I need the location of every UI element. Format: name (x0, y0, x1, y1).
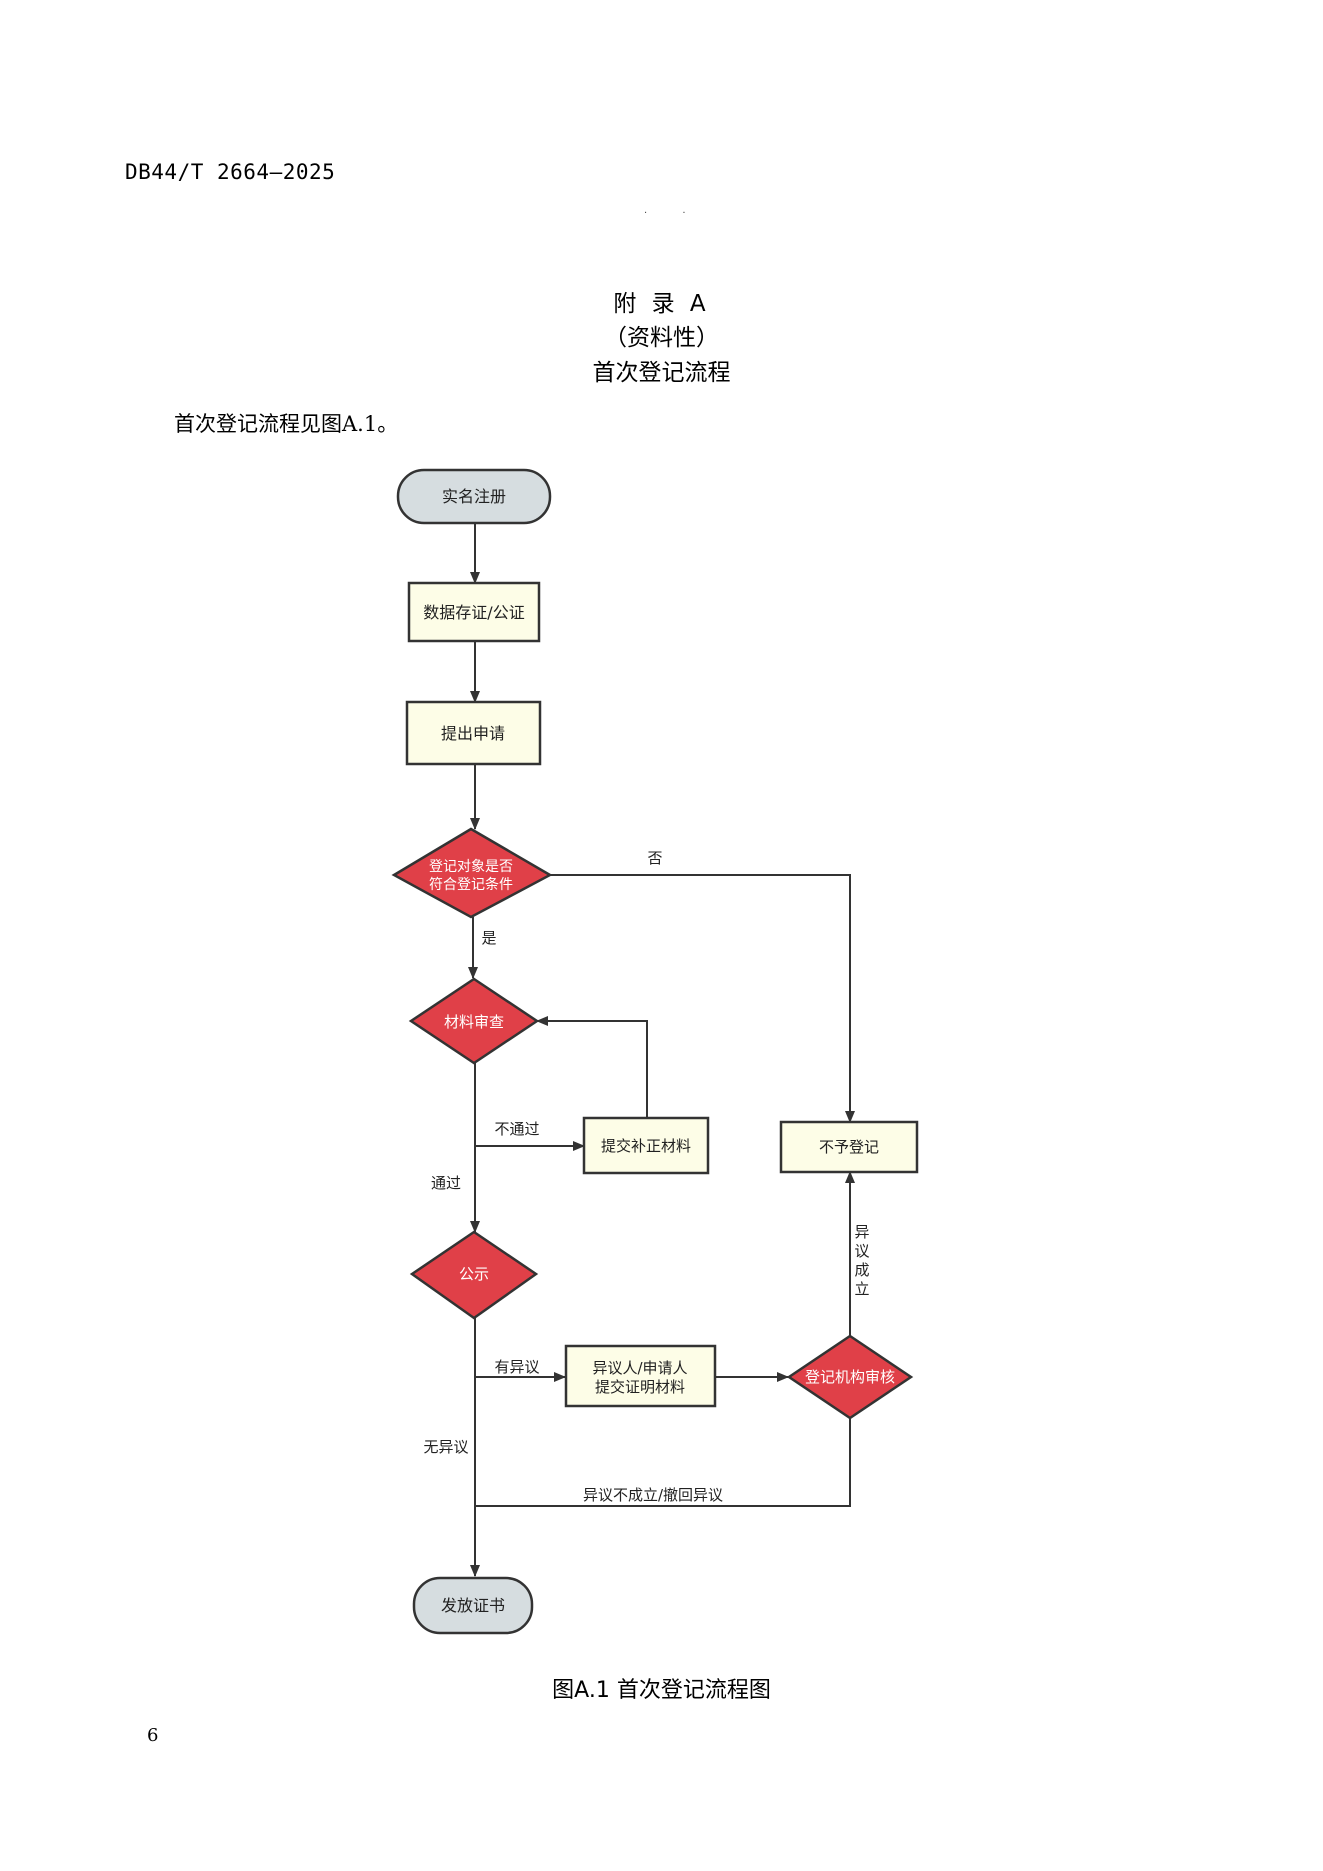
arrow-check-reject (550, 874, 855, 1123)
arrow-resubmit-review (536, 1016, 648, 1118)
proof-label-line2: 提交证明材料 (595, 1378, 685, 1396)
objection-label: 有异议 (494, 1358, 539, 1376)
org-review-decision (786, 1334, 914, 1420)
no-objection-label: 无异议 (423, 1438, 468, 1456)
resubmit-label: 提交补正材料 (601, 1137, 691, 1155)
objection-upheld-char: 异 (854, 1223, 869, 1241)
org-review-label: 登记机构审核 (805, 1368, 895, 1386)
standard-code: DB44/T 2664—2025 (125, 160, 336, 184)
objection-upheld-char: 立 (854, 1280, 869, 1298)
check-label-line2: 符合登记条件 (429, 876, 513, 893)
fail-label: 不通过 (494, 1120, 539, 1138)
yes-label: 是 (481, 929, 496, 947)
objection-rejected-label: 异议不成立/撤回异议 (583, 1486, 723, 1504)
reject-label: 不予登记 (819, 1138, 879, 1156)
certificate-label: 发放证书 (441, 1596, 505, 1615)
objection-upheld-char: 成 (854, 1261, 869, 1279)
check-label-line1: 登记对象是否 (429, 859, 513, 875)
store-label: 数据存证/公证 (423, 603, 524, 622)
appendix-title: 附 录 A (613, 291, 710, 317)
objection-upheld-label: 异 议 成 立 (854, 1223, 869, 1298)
pass-label: 通过 (431, 1174, 461, 1192)
connectors (468, 523, 855, 1577)
proof-process (564, 1344, 717, 1408)
objection-upheld-char: 议 (854, 1242, 869, 1260)
line-org-certificate (475, 1418, 851, 1507)
review-decision (408, 977, 540, 1065)
page-number: 6 (147, 1725, 159, 1746)
appendix-type: （资料性） (604, 325, 719, 351)
start-terminal (396, 468, 552, 525)
store-process (407, 581, 541, 643)
intro-paragraph: 首次登记流程见图A.1。 (174, 412, 399, 436)
publish-label: 公示 (459, 1265, 489, 1283)
review-label: 材料审查 (444, 1013, 504, 1031)
proof-label-line1: 异议人/申请人 (592, 1359, 687, 1377)
figure-caption: 图A.1 首次登记流程图 (552, 1678, 771, 1703)
check-decision (391, 827, 553, 919)
reject-process (779, 1120, 919, 1174)
header-dots: · · (644, 208, 702, 219)
no-label: 否 (647, 849, 662, 867)
resubmit-process (582, 1116, 710, 1175)
apply-process (405, 700, 542, 766)
apply-label: 提出申请 (441, 724, 505, 743)
start-label: 实名注册 (442, 487, 506, 506)
appendix-name: 首次登记流程 (592, 360, 731, 386)
certificate-terminal (412, 1576, 534, 1635)
publish-decision (409, 1230, 539, 1320)
